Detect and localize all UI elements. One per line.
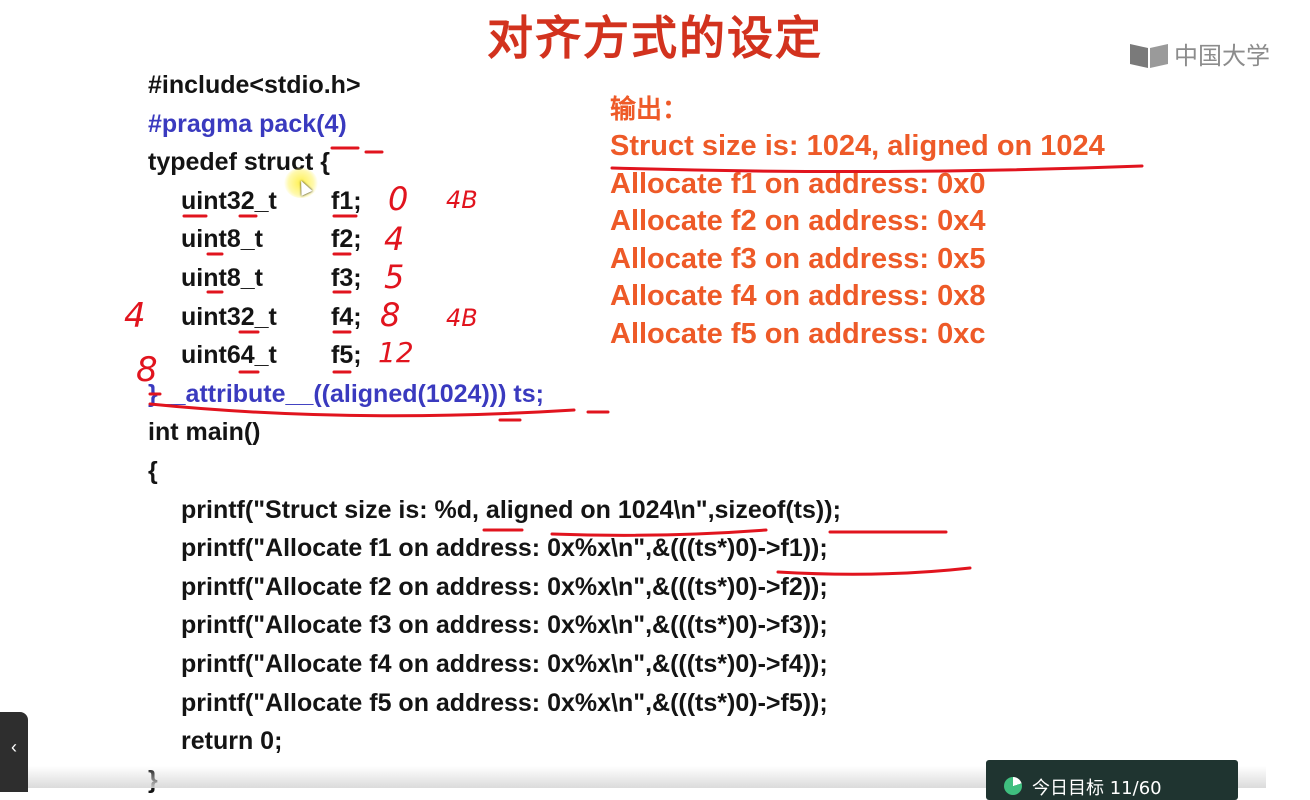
book-logo-icon xyxy=(1128,38,1170,70)
code-line-field-f2: uint8_t f2; xyxy=(148,220,841,259)
daily-goal-text: 今日目标 11/60 xyxy=(1032,778,1162,799)
annotation-f2-offset: 4 xyxy=(384,220,405,258)
field-type: uint32_t xyxy=(181,302,277,331)
watermark-text: 中国大学 xyxy=(1174,42,1270,70)
annotation-f5-align: 8 xyxy=(136,350,158,390)
field-type: uint64_t xyxy=(181,341,277,370)
field-name: f3; xyxy=(331,263,362,292)
code-line-open-brace: { xyxy=(148,456,158,485)
code-line-printf-f2: printf("Allocate f2 on address: 0x%x\n",… xyxy=(181,572,828,601)
field-name: f4; xyxy=(331,302,362,331)
output-line-f5: Allocate f5 on address: 0xc xyxy=(610,317,986,350)
output-line-f1: Allocate f1 on address: 0x0 xyxy=(610,167,986,200)
slide-title: 对齐方式的设定 xyxy=(487,11,823,65)
code-line-main: int main() xyxy=(148,418,261,447)
code-listing: #include<stdio.h> #pragma pack(4) typede… xyxy=(148,66,841,799)
watermark: 中国大学 xyxy=(1128,36,1270,71)
code-line-include: #include<stdio.h> xyxy=(148,71,361,99)
output-line-f2: Allocate f2 on address: 0x4 xyxy=(610,205,986,238)
side-panel-toggle[interactable]: ‹ xyxy=(0,712,28,792)
annotation-f3-offset: 5 xyxy=(384,258,405,296)
annotation-f5-offset: 12 xyxy=(378,336,414,369)
field-type: uint32_t xyxy=(181,186,277,215)
annotation-f1-offset: 0 xyxy=(388,180,409,218)
annotation-f4-align: 4 xyxy=(124,296,146,336)
player-bar-shadow xyxy=(0,766,1266,788)
code-line-printf-f4: printf("Allocate f4 on address: 0x%x\n",… xyxy=(181,649,828,678)
code-line-field-f5: uint64_t f5; xyxy=(148,336,841,375)
lecture-slide: 对齐方式的设定 中国大学 #include<stdio.h> #pragma p… xyxy=(0,11,1270,800)
daily-goal-badge[interactable]: 今日目标 11/60 xyxy=(986,760,1238,800)
code-line-attribute: }__attribute__((aligned(1024))) ts; xyxy=(148,379,544,408)
annotation-f1-size: 4B xyxy=(446,186,478,214)
field-name: f5; xyxy=(331,341,362,370)
code-line-printf-size: printf("Struct size is: %d, aligned on 1… xyxy=(181,495,841,524)
program-output: 输出： Struct size is: 1024, aligned on 102… xyxy=(610,92,1105,354)
annotation-f4-size: 4B xyxy=(446,304,478,332)
code-line-field-f4: uint32_t f4; xyxy=(148,298,841,337)
code-line-printf-f5: printf("Allocate f5 on address: 0x%x\n",… xyxy=(181,688,828,717)
field-type: uint8_t xyxy=(181,225,263,254)
pointer-highlight xyxy=(284,168,318,198)
output-line-f3: Allocate f3 on address: 0x5 xyxy=(610,242,986,275)
field-name: f1; xyxy=(331,186,362,215)
chevron-left-icon: ‹ xyxy=(11,737,17,757)
code-line-printf-f3: printf("Allocate f3 on address: 0x%x\n",… xyxy=(181,611,828,640)
code-line-field-f1: uint32_t f1; xyxy=(148,182,841,221)
code-line-field-f3: uint8_t f3; xyxy=(148,259,841,298)
field-type: uint8_t xyxy=(181,263,263,292)
output-heading: 输出： xyxy=(610,95,689,125)
annotation-f4-offset: 8 xyxy=(380,296,401,334)
code-line-printf-f1: printf("Allocate f1 on address: 0x%x\n",… xyxy=(181,534,828,563)
output-line-size: Struct size is: 1024, aligned on 1024 xyxy=(610,130,1105,162)
progress-ring-icon xyxy=(1004,777,1022,795)
code-line-return: return 0; xyxy=(181,727,283,756)
output-line-f4: Allocate f4 on address: 0x8 xyxy=(610,280,986,313)
field-name: f2; xyxy=(331,225,362,254)
code-line-pragma: #pragma pack(4) xyxy=(148,109,347,138)
